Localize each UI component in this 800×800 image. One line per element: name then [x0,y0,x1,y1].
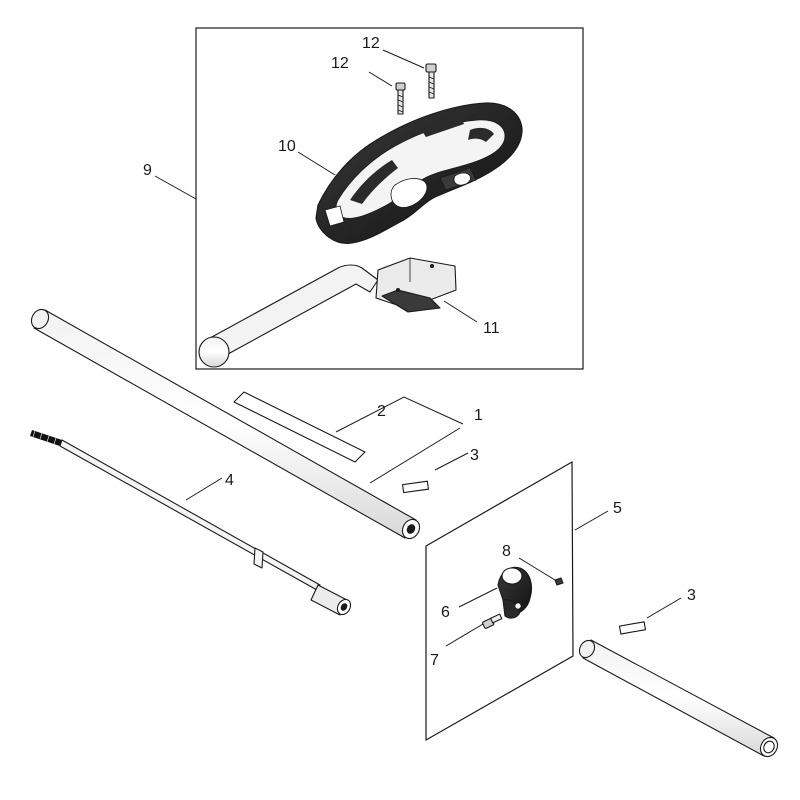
small-label-part-upper[interactable] [402,480,429,494]
main-shaft-tube-part[interactable] [28,306,423,541]
callout-12-right[interactable]: 12 [362,35,380,52]
bolt-part-left[interactable] [395,82,406,115]
callout-7[interactable]: 7 [430,652,439,669]
callout-11[interactable]: 11 [483,320,500,337]
callout-3-upper[interactable]: 3 [470,447,479,464]
callout-12-left[interactable]: 12 [331,55,349,72]
label-sticker-part[interactable] [233,391,366,463]
nut-part[interactable] [554,577,564,586]
callout-5[interactable]: 5 [613,500,622,517]
leader-lines [154,49,682,647]
callout-6[interactable]: 6 [441,604,450,621]
callout-9[interactable]: 9 [143,162,152,179]
screw-part[interactable] [482,613,503,629]
handle-cover-part[interactable] [315,102,523,244]
drive-shaft-part[interactable] [30,430,353,617]
coupling-kit-frame [425,460,574,742]
callout-8[interactable]: 8 [502,543,511,560]
lower-shaft-tube-part[interactable] [576,638,780,760]
callout-4[interactable]: 4 [225,472,234,489]
callout-10[interactable]: 10 [278,138,296,155]
callout-2[interactable]: 2 [377,403,386,420]
small-label-part-lower[interactable] [618,621,647,635]
callout-1[interactable]: 1 [474,407,483,424]
callout-3-lower[interactable]: 3 [687,587,696,604]
handle-bar-part[interactable] [198,257,457,368]
coupling-clamp-part[interactable] [497,566,533,619]
bolt-part-right[interactable] [425,63,437,99]
